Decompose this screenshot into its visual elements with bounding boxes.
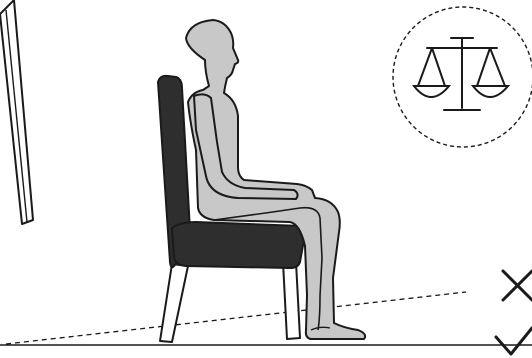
seated-person	[186, 20, 365, 339]
check-mark-icon	[496, 328, 532, 354]
leaning-pole	[0, 0, 33, 224]
tilt-reference-line	[6, 292, 466, 344]
chair-legs	[160, 262, 300, 342]
chair-seat	[172, 222, 305, 268]
balance-badge	[393, 7, 532, 147]
x-mark-icon	[503, 271, 532, 300]
